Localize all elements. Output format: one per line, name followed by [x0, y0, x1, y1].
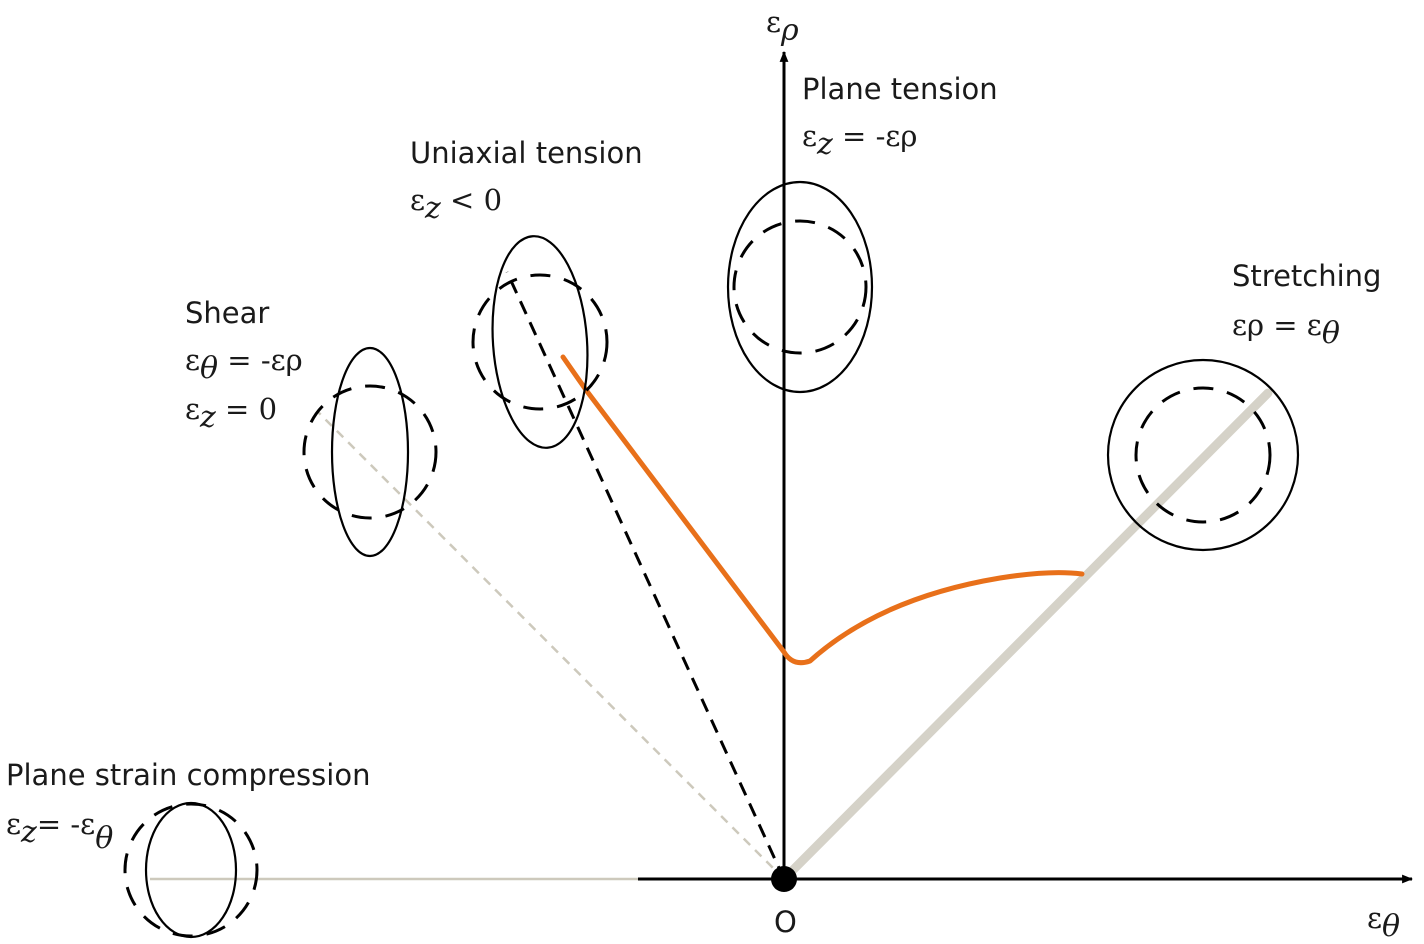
stretching-path: [779, 388, 1273, 884]
origin-dot: [771, 866, 797, 892]
plane-tension-title: Plane tension: [802, 72, 998, 106]
uniaxial-tension-ellipse: [471, 235, 609, 449]
shear-path: [317, 411, 785, 880]
uniaxial-tension-title: Uniaxial tension: [410, 136, 643, 170]
shear-equation-2: εz = 0: [185, 392, 277, 435]
plane-strain-compression-equation: εz= -εθ: [6, 807, 113, 856]
shear-ellipse: [302, 346, 438, 558]
x-axis-label: εθ: [1367, 901, 1400, 944]
plane-strain-compression-title: Plane strain compression: [6, 758, 370, 792]
plane-tension-ellipse: [726, 180, 874, 394]
stretching-title: Stretching: [1232, 259, 1381, 293]
stretching-equation: ερ = εθ: [1232, 308, 1340, 351]
plane-strain-compression-ellipse: [123, 801, 259, 939]
uniaxial-tension-equation: εz < 0: [410, 183, 502, 226]
y-axis-label: ερ: [766, 5, 799, 48]
shear-equation-1: εθ = -ερ: [185, 343, 303, 386]
stretching-circle: [1106, 358, 1300, 552]
origin-label: O: [774, 905, 797, 939]
shear-title: Shear: [185, 296, 269, 330]
forming-limit-curve: [560, 354, 1085, 666]
uniaxial-path: [505, 271, 786, 880]
plane-tension-equation: εz = -ερ: [802, 119, 917, 162]
